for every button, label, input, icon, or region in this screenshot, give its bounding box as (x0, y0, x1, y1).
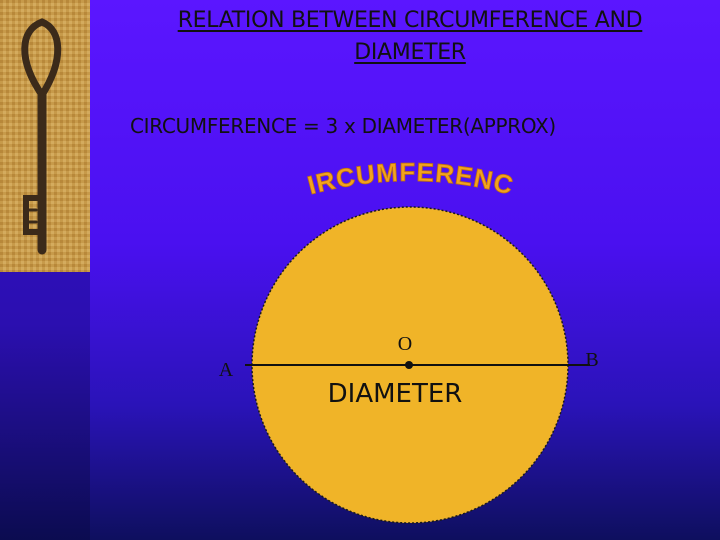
key-photo (0, 0, 90, 272)
center-point (405, 361, 413, 369)
point-b-label: B (585, 349, 598, 371)
center-label: O (398, 333, 412, 355)
point-a-label: A (219, 359, 234, 381)
title-line-1: RELATION BETWEEN CIRCUMFERENCE AND (177, 8, 643, 33)
circumference-arc-label: CIRCUMFERENCE (0, 0, 517, 201)
key-icon (21, 18, 62, 255)
formula-text: CIRCUMFERENCE = 3 x DIAMETER(APPROX) (130, 114, 556, 138)
diameter-label: DIAMETER (328, 379, 463, 409)
title-line-2: DIAMETER (354, 40, 466, 65)
